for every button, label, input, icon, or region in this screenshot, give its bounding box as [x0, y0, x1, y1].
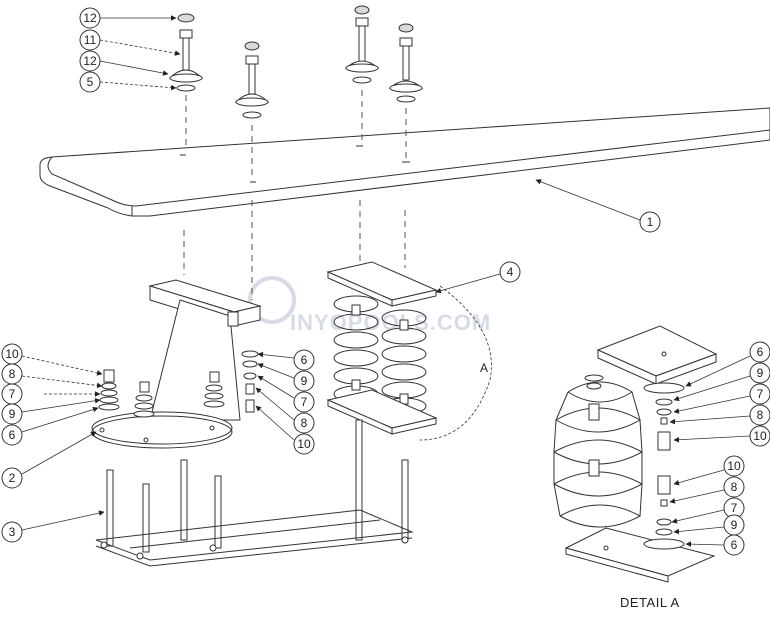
svg-text:3: 3	[9, 525, 16, 539]
svg-text:8: 8	[9, 367, 16, 381]
svg-text:6: 6	[9, 428, 16, 442]
callout-7-mid: 7	[257, 375, 315, 413]
callout-8-left: 8	[1, 363, 103, 389]
svg-text:9: 9	[731, 518, 738, 532]
svg-text:6: 6	[757, 345, 764, 359]
svg-text:5: 5	[87, 75, 94, 89]
callout-4: 4	[435, 261, 521, 294]
svg-text:12: 12	[83, 54, 97, 68]
svg-text:11: 11	[84, 33, 97, 47]
svg-text:6: 6	[731, 538, 738, 552]
detail-exploded-hardware-top	[643, 382, 685, 451]
svg-text:10: 10	[727, 459, 741, 473]
base-plate	[91, 411, 233, 449]
top-bolt-assembly-left	[168, 13, 204, 150]
callout-9-left: 9	[1, 397, 101, 425]
callout-6-left: 6	[1, 406, 99, 446]
watermark: INYOPOOLS.COM	[248, 276, 491, 335]
top-bolt-assembly-right-b	[388, 23, 424, 158]
svg-text:10: 10	[753, 429, 767, 443]
svg-text:10: 10	[5, 347, 19, 361]
top-bolt-assembly-right-a	[344, 5, 380, 142]
svg-text:9: 9	[757, 366, 764, 380]
svg-text:9: 9	[301, 374, 308, 388]
callouts: 12 11 12 5 1 4	[1, 7, 770, 556]
callout-11: 11	[79, 29, 181, 56]
svg-text:10: 10	[297, 437, 311, 451]
callout-8-mid: 8	[255, 387, 315, 434]
anchor-frame	[95, 419, 414, 567]
callout-9-mid: 9	[257, 363, 315, 392]
callout-7-detail: 7	[673, 383, 770, 414]
svg-text:1: 1	[647, 215, 654, 229]
base-hardware-right	[203, 371, 225, 408]
callout-12-top: 12	[79, 7, 177, 29]
callout-10-detail-lower: 10	[673, 455, 745, 486]
svg-text:9: 9	[9, 407, 16, 421]
callout-6-detail-lower: 6	[685, 534, 745, 556]
callout-3: 3	[1, 510, 105, 543]
detail-a-view: DETAIL A	[553, 325, 718, 610]
detail-exploded-hardware-bottom	[643, 475, 685, 550]
callout-10-detail: 10	[673, 425, 770, 447]
callout-10-mid: 10	[255, 405, 315, 455]
svg-text:7: 7	[301, 395, 308, 409]
callout-12-bottom: 12	[79, 50, 169, 76]
callout-7-left: 7	[1, 383, 101, 405]
svg-text:8: 8	[301, 416, 308, 430]
watermark-text: INYOPOOLS.COM	[290, 310, 491, 335]
spring-assembly: A	[326, 261, 492, 441]
svg-text:7: 7	[731, 501, 738, 515]
loose-hardware-left-stack	[98, 369, 120, 411]
svg-text:2: 2	[9, 471, 16, 485]
callout-7-detail-lower: 7	[671, 497, 745, 524]
svg-text:8: 8	[731, 480, 738, 494]
svg-text:6: 6	[301, 353, 308, 367]
svg-text:7: 7	[9, 387, 16, 401]
base-hardware-left	[133, 381, 155, 418]
callout-1: 1	[535, 179, 661, 233]
callout-8-detail: 8	[669, 404, 770, 426]
mount-bracket	[148, 279, 262, 421]
svg-text:4: 4	[507, 265, 514, 279]
callout-2: 2	[1, 431, 97, 489]
svg-text:7: 7	[757, 387, 764, 401]
spring-coils-left	[333, 295, 379, 403]
callout-5: 5	[79, 71, 177, 93]
callout-6-detail: 6	[685, 341, 770, 387]
top-bolt-assembly-mid	[234, 41, 270, 180]
detail-caption: DETAIL A	[620, 595, 680, 610]
callout-9-detail-lower: 9	[673, 514, 745, 536]
loose-hardware-right-stack	[241, 350, 259, 413]
diving-board	[39, 107, 770, 217]
svg-text:8: 8	[757, 408, 764, 422]
callout-6-mid: 6	[257, 349, 315, 371]
svg-text:12: 12	[83, 11, 97, 25]
detail-ref-letter: A	[480, 361, 488, 375]
callout-8-detail-lower: 8	[669, 476, 745, 504]
detail-spring-coils	[553, 381, 644, 528]
callout-9-detail: 9	[673, 362, 770, 402]
